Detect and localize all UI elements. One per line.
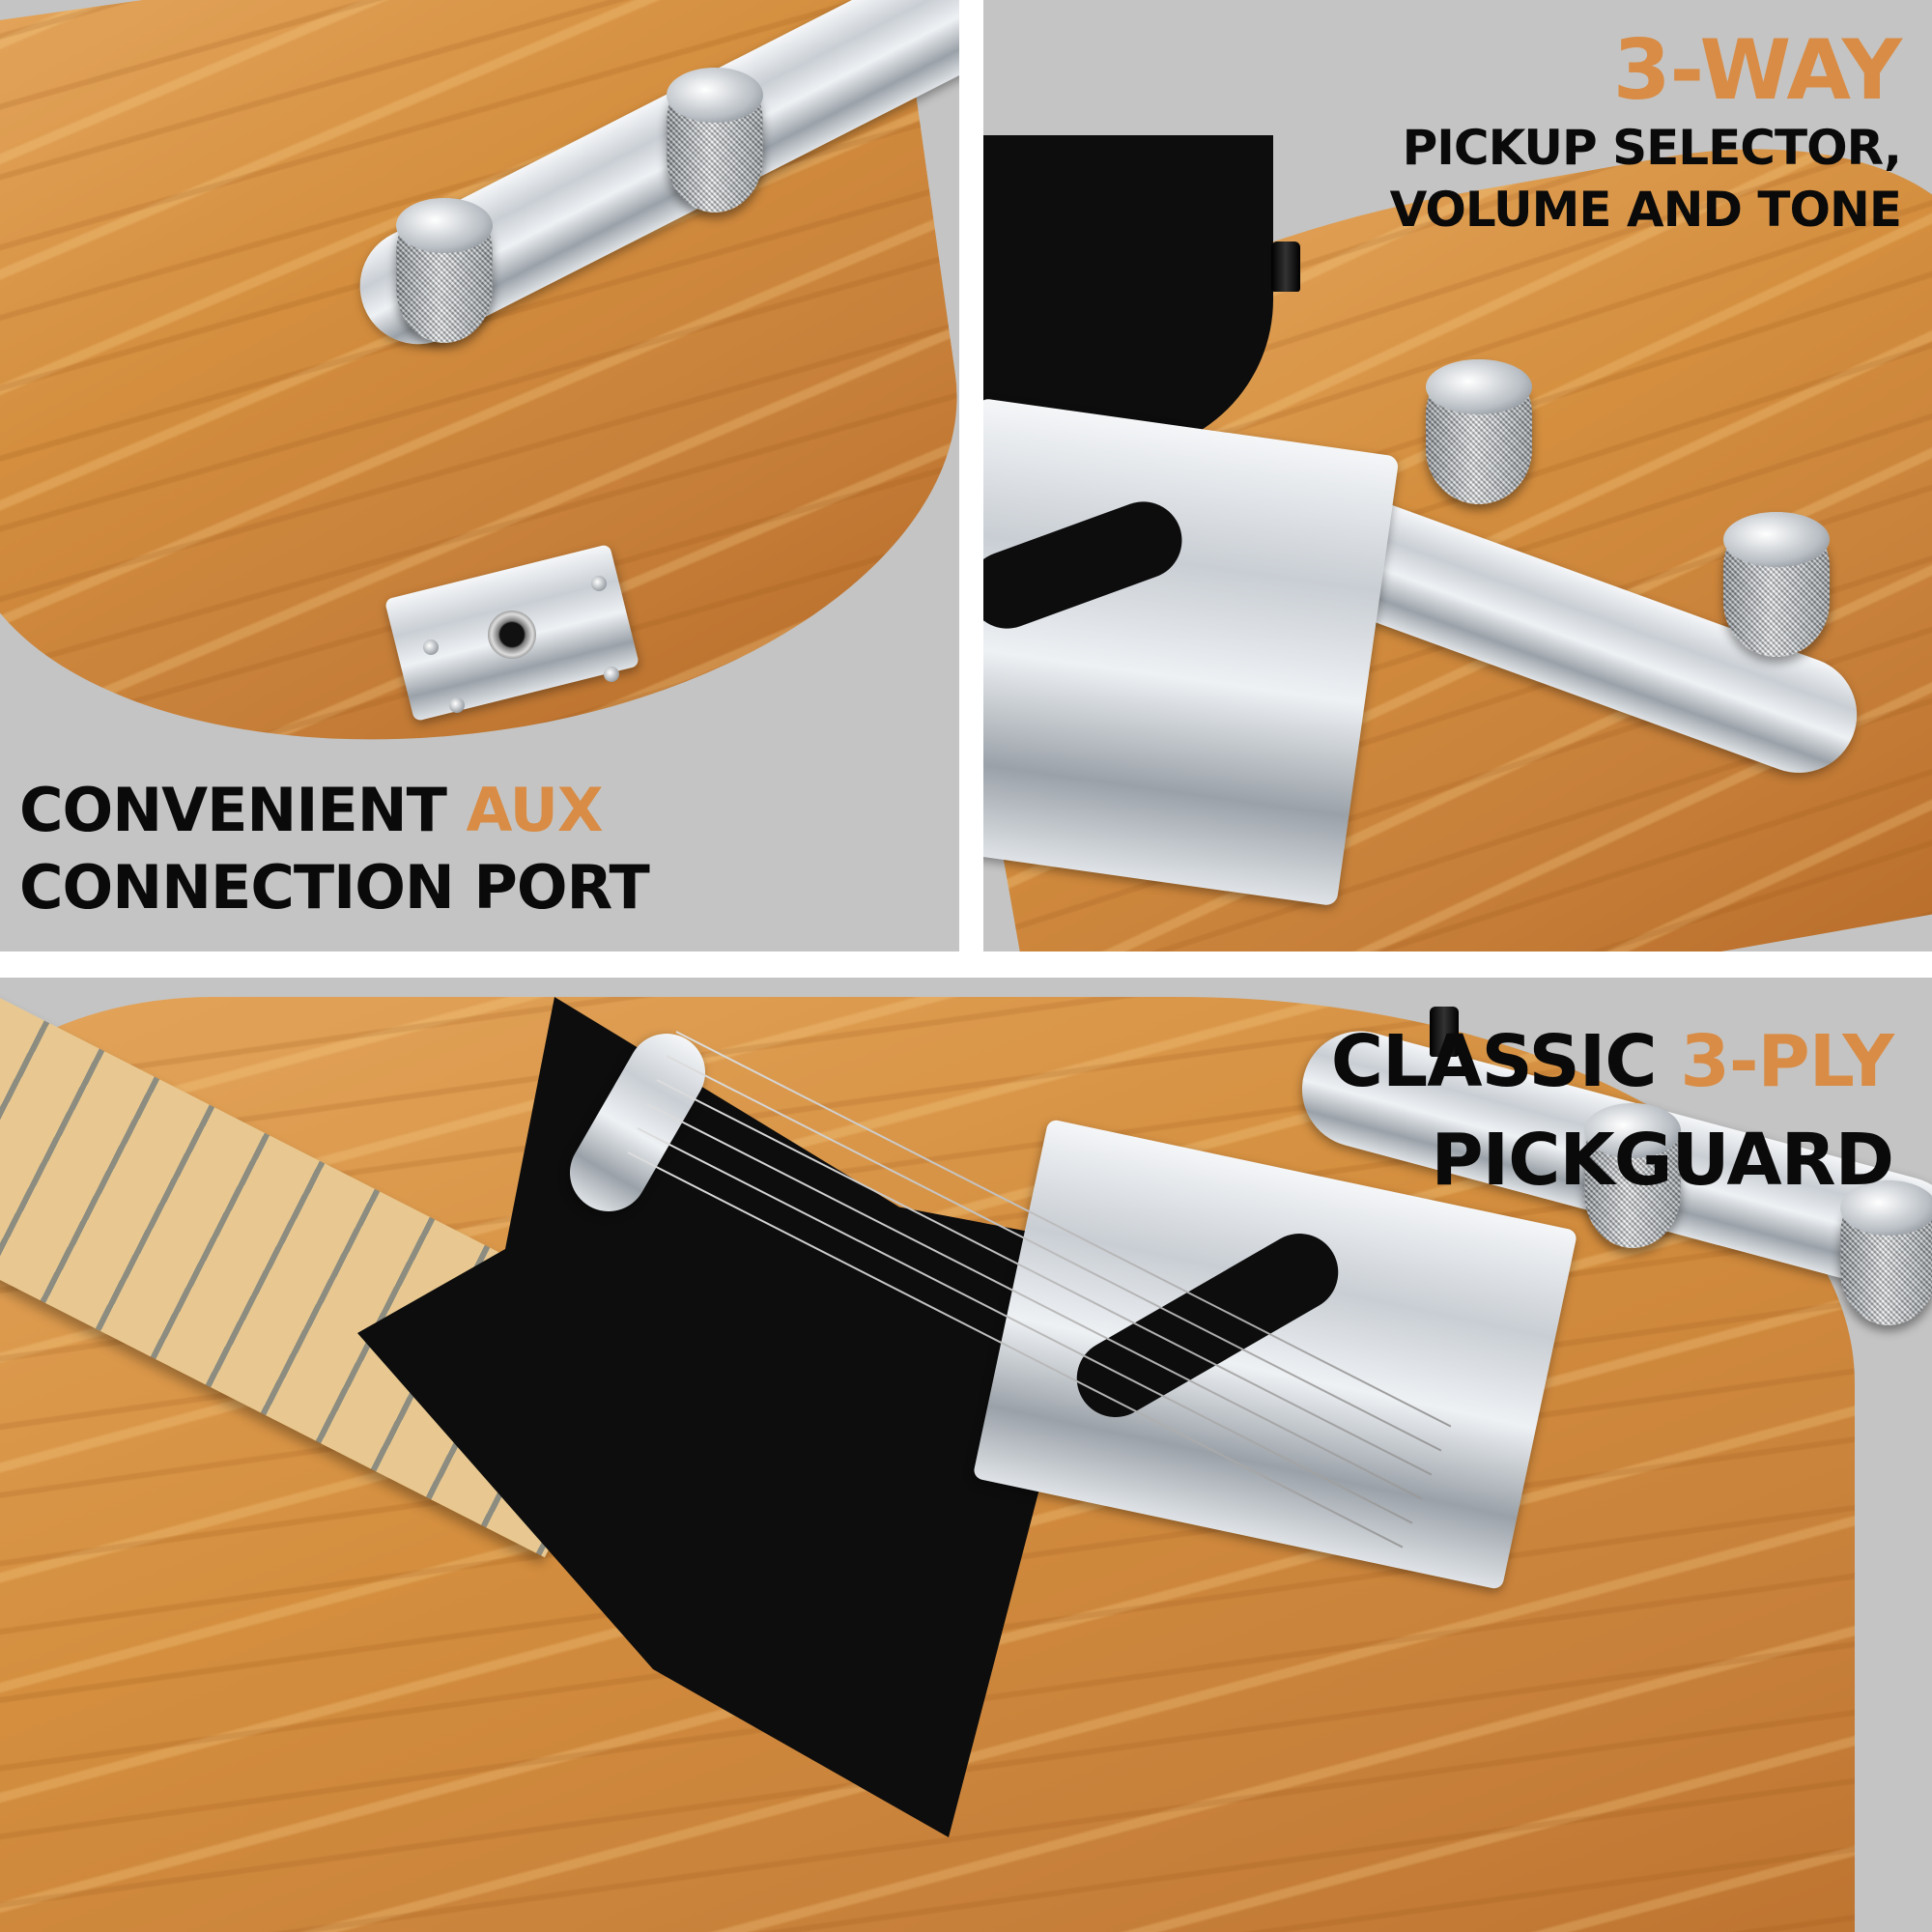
screw-icon: [423, 639, 439, 655]
caption-text: CLASSIC: [1330, 1020, 1658, 1103]
pickup-selector-switch: [1430, 1007, 1459, 1057]
caption-line: CONNECTION PORT: [19, 852, 650, 923]
pickguard: [983, 135, 1273, 454]
output-jack-icon: [488, 611, 536, 659]
pickup-selector-switch: [1271, 242, 1300, 292]
panel-controls: 3-WAY PICKUP SELECTOR, VOLUME AND TONE: [983, 0, 1932, 952]
screw-icon: [604, 667, 619, 682]
caption-line: PICKGUARD: [1431, 1119, 1894, 1202]
tone-knob: [396, 198, 493, 343]
caption-accent-text: 3-WAY: [1612, 22, 1902, 119]
caption-accent-text: AUX: [466, 775, 604, 845]
caption-line: CLASSIC 3-PLY: [1331, 1026, 1894, 1097]
caption-accent-text: 3-PLY: [1680, 1020, 1894, 1103]
screw-icon: [449, 697, 465, 713]
bridge-plate: [983, 397, 1400, 907]
caption-line: PICKUP SELECTOR,: [1402, 120, 1902, 176]
caption-controls: 3-WAY PICKUP SELECTOR, VOLUME AND TONE: [1389, 22, 1902, 247]
caption-line: CONVENIENT AUX: [19, 781, 649, 840]
screw-icon: [591, 576, 607, 591]
volume-knob: [1584, 1103, 1681, 1248]
caption-aux-port: CONVENIENT AUX CONNECTION PORT: [19, 781, 650, 935]
caption-pickguard: CLASSIC 3-PLY PICKGUARD: [1331, 1026, 1894, 1223]
caption-line: VOLUME AND TONE: [1389, 182, 1902, 238]
panel-aux-port: CONVENIENT AUX CONNECTION PORT: [0, 0, 959, 952]
volume-knob: [667, 68, 763, 213]
tone-knob: [1840, 1180, 1932, 1325]
panel-pickguard: CLASSIC 3-PLY PICKGUARD: [0, 978, 1932, 1932]
tone-knob: [1723, 512, 1830, 657]
volume-knob: [1426, 359, 1532, 504]
caption-text: CONVENIENT: [19, 775, 447, 845]
